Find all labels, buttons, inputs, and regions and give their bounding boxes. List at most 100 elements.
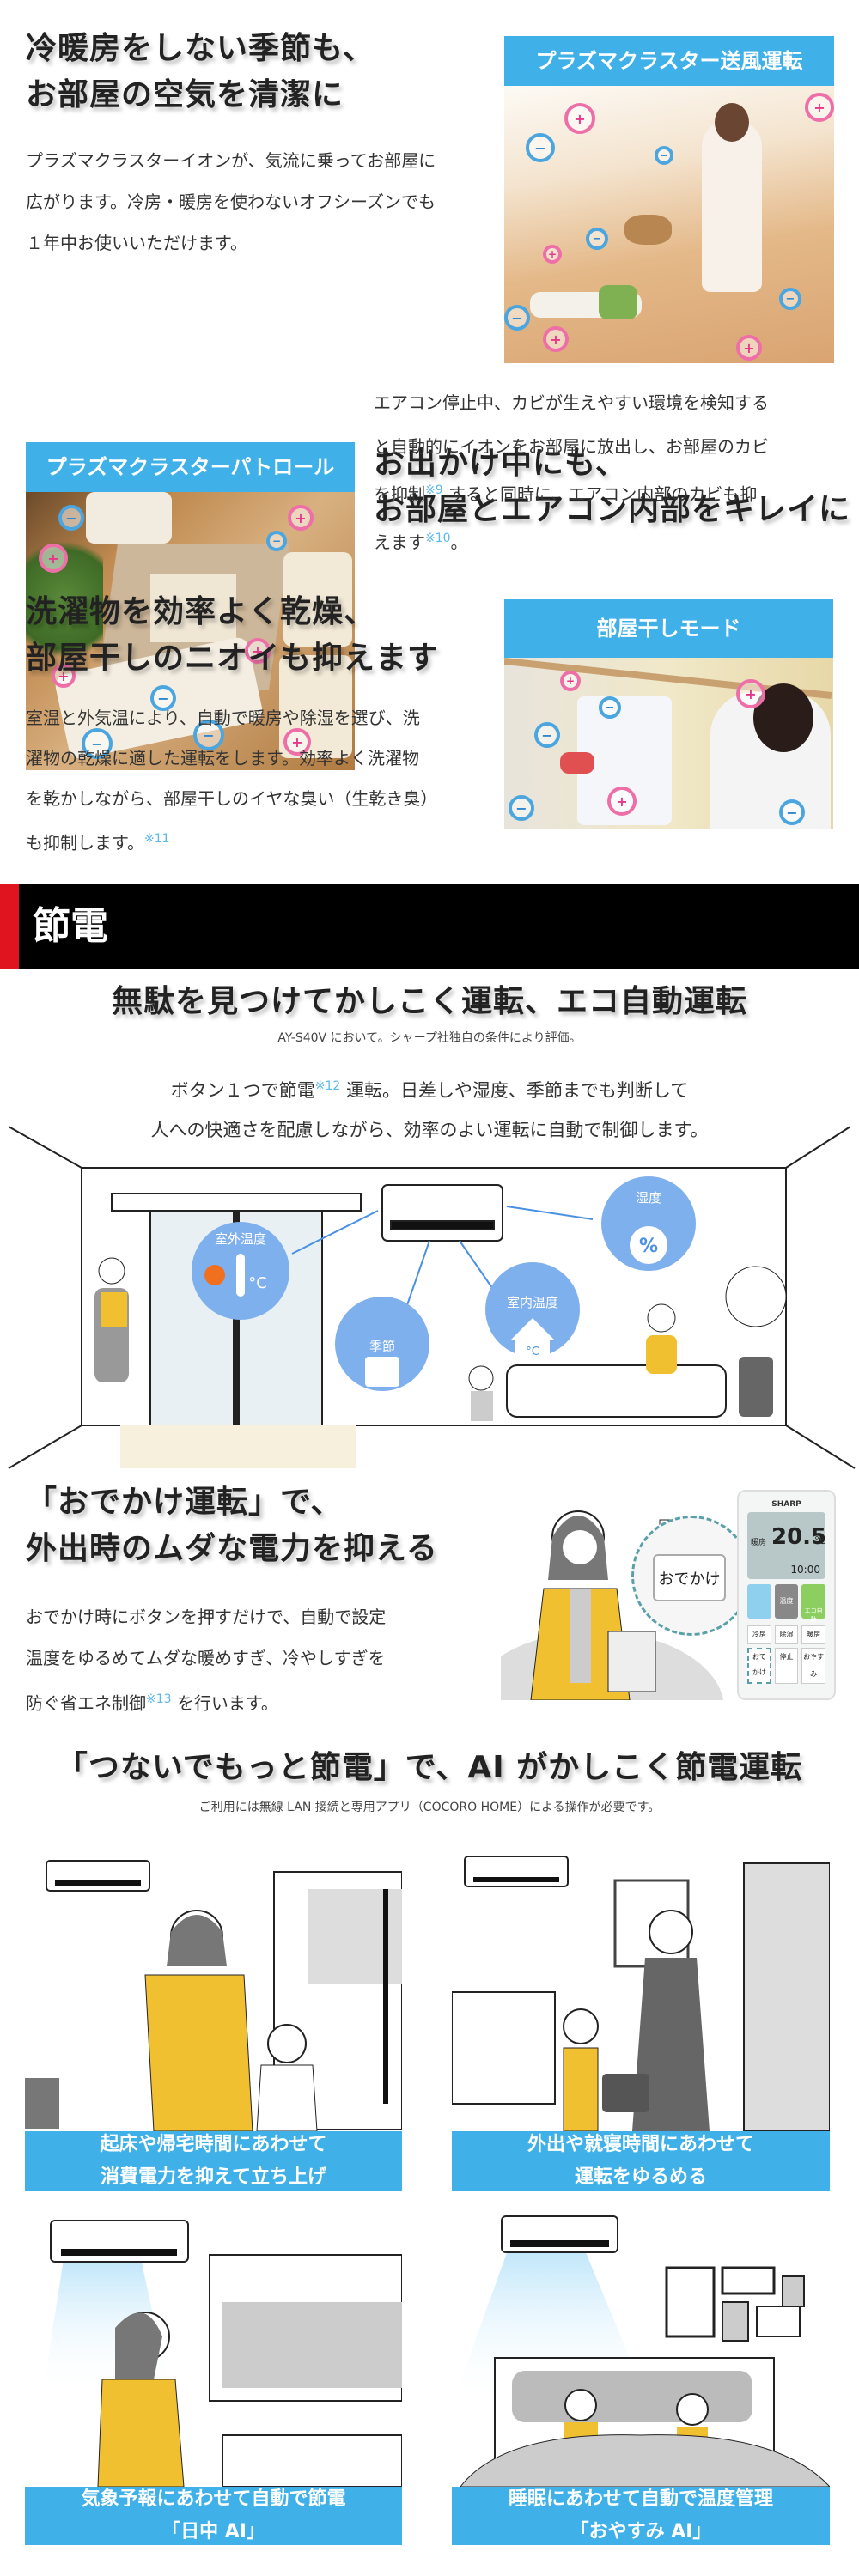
minus-ion-icon: − [82, 728, 113, 759]
section3-heading: 洗濯物を効率よく乾燥、 部屋干しのニオイも抑えます [26, 589, 439, 682]
minus-ion-icon: − [779, 288, 801, 310]
section3-body: 室温と外気温により、自動で暖房や除湿を選び、洗 濯物の乾燥に適した運転をします。… [26, 698, 503, 864]
body-line: おでかけ時にボタンを押すだけで、自動で設定 [26, 1607, 387, 1627]
percent-label: % [639, 1236, 658, 1257]
minus-ion-icon: − [150, 685, 176, 711]
plus-ion-icon: + [607, 787, 637, 816]
ai-panel-sleep: 睡眠にあわせて自動で温度管理 「おやすみ AI」 [452, 2208, 830, 2545]
body-line: 室温と外気温により、自動で暖房や除湿を選び、洗 [26, 708, 420, 728]
body-line: を乾かしながら、部屋干しのイヤな臭い（生乾き臭） [26, 788, 438, 809]
body-text: も抑制します。 [26, 832, 144, 854]
body-line: を抑制※9 すると同時に、エアコン内部のカビも抑 [374, 469, 842, 517]
celsius-label: °C [248, 1274, 267, 1292]
body-line: 温度をゆるめてムダな暖めすぎ、冷やしすぎを [26, 1648, 386, 1668]
mode-label: プラズマクラスターパトロール [26, 442, 355, 492]
shopping-woman-illustration [501, 1510, 724, 1700]
footnote-ref[interactable]: ※9 [425, 483, 443, 497]
floor-mat [120, 1425, 356, 1468]
body-line: １年中お使いいただけます。 [26, 233, 247, 253]
heading-line: 冷暖房をしない季節も、 [26, 31, 375, 66]
patrol-room-photo: − + + − + − − − + + [26, 492, 355, 770]
ai-subnote: ご利用には無線 LAN 接続と専用アプリ（COCORO HOME）による操作が必… [198, 1801, 661, 1814]
plus-ion-icon: + [39, 544, 68, 573]
caption-line: 起床や帰宅時間にあわせて [100, 2134, 327, 2155]
plus-ion-icon: + [736, 335, 762, 361]
body-text: 運転。日差しや湿度、季節までも判断して [346, 1080, 689, 1101]
stop-button[interactable]: 停止 [774, 1648, 799, 1684]
zoom-circle [631, 1516, 752, 1636]
section-banner: 節電 [0, 884, 859, 969]
plant [725, 1266, 787, 1417]
body-line: も抑制します。※11 [26, 819, 503, 864]
minus-ion-icon: − [266, 531, 287, 551]
body-line: 防ぐ省エネ制御※13 を行います。 [26, 1679, 481, 1724]
footnote-ref[interactable]: ※11 [144, 832, 170, 846]
panel-caption: 睡眠にあわせて自動で温度管理 「おやすみ AI」 [452, 2487, 830, 2545]
dry-button[interactable]: 除湿 [774, 1625, 799, 1644]
minus-ion-icon: − [534, 722, 560, 748]
panel-caption: 気象予報にあわせて自動で節電 「日中 AI」 [25, 2487, 402, 2545]
section2-body: エアコン停止中、カビが生えやすい環境を検知する と自動的にイオンをお部屋に放出し… [374, 381, 842, 564]
plus-ion-icon: + [288, 505, 314, 531]
sleep-button[interactable]: おやすみ [801, 1648, 825, 1684]
ion-button[interactable] [747, 1584, 771, 1619]
plus-ion-icon: + [245, 638, 271, 664]
wakeup-illustration [25, 1860, 402, 2131]
odekake-button-zoom: おでかけ [653, 1554, 726, 1601]
remote-temp: 20.5 [771, 1524, 827, 1550]
child-shirt [599, 285, 637, 319]
red-shoes [560, 752, 594, 774]
heading-line: お部屋の空気を清潔に [26, 77, 344, 112]
air-conditioner-icon [46, 1860, 150, 1892]
minus-ion-icon: − [779, 799, 805, 825]
bubble-label: 室内温度 [507, 1295, 558, 1310]
ai-panel-wakeup: 起床や帰宅時間にあわせて 消費電力を抑えて立ち上げ [25, 1846, 402, 2191]
thermometer-icon [236, 1254, 245, 1297]
footnote-ref[interactable]: ※13 [146, 1692, 172, 1706]
heat-button[interactable]: 暖房 [801, 1625, 825, 1644]
body-line: エアコン停止中、カビが生えやすい環境を検知する [374, 392, 769, 413]
odekake-body: おでかけ時にボタンを押すだけで、自動で設定 温度をゆるめてムダな暖めすぎ、冷やし… [26, 1596, 481, 1724]
heading-line: 外出時のムダな電力を抑える [26, 1531, 438, 1566]
eco-room-illustration: 室外温度 °C 季節 室内温度 °C 湿度 % [8, 1126, 856, 1469]
sofa [506, 1364, 727, 1418]
mode-label: プラズマクラスター送風運転 [504, 36, 834, 86]
mode-label: 部屋干しモード [504, 599, 833, 658]
remote-time: 10:00 [790, 1564, 820, 1576]
cool-button[interactable]: 冷房 [747, 1625, 771, 1644]
banner-title: 節電 [33, 904, 108, 948]
heading-line: 「おでかけ運転」で、 [26, 1485, 343, 1520]
minus-ion-icon: − [509, 795, 534, 821]
body-line: と自動的にイオンをお部屋に放出し、お部屋のカビ [374, 436, 769, 457]
remote-top-buttons: 温度 エコ自動 [747, 1584, 826, 1623]
remote-unit: ℃ [814, 1534, 826, 1546]
indoor-temp-bubble [485, 1262, 580, 1357]
dog [624, 215, 672, 245]
living-room-photo: + − − + − + − + + − [504, 86, 834, 363]
odekake-button[interactable]: おでかけ [747, 1648, 771, 1684]
plus-ion-icon: + [543, 245, 562, 264]
caption-line: 消費電力を抑えて立ち上げ [101, 2166, 326, 2188]
laundry-photo: + − − + + − − [504, 658, 833, 829]
footnote-ref[interactable]: ※10 [425, 531, 451, 545]
caption-line: 気象予報にあわせて自動で節電 [81, 2488, 346, 2510]
plus-ion-icon: + [560, 671, 581, 691]
bubble-label: 季節 [369, 1339, 395, 1354]
odekake-illustration: おでかけ SHARP 暖房 20.5 ℃ 10:00 温度 エコ自動 冷房 除湿… [501, 1485, 836, 1700]
plus-ion-icon: + [543, 326, 569, 352]
body-text: 防ぐ省エネ制御 [26, 1692, 146, 1714]
section1-heading: 冷暖房をしない季節も、 お部屋の空気を清潔に [26, 26, 375, 118]
eco-button[interactable]: エコ自動 [801, 1584, 826, 1623]
minus-ion-icon: − [504, 305, 530, 331]
minus-ion-icon: − [193, 720, 224, 750]
footnote-ref[interactable]: ※12 [314, 1079, 341, 1093]
body-text: を行います。 [176, 1692, 278, 1714]
caption-line: 「日中 AI」 [161, 2521, 265, 2543]
remote-control: SHARP 暖房 20.5 ℃ 10:00 温度 エコ自動 冷房 除湿 暖房 お… [737, 1490, 836, 1700]
remote-brand: SHARP [771, 1500, 801, 1509]
humidity-bubble [601, 1176, 696, 1271]
house-thermometer-icon [511, 1318, 554, 1361]
child-figure [468, 1365, 494, 1421]
temp-button[interactable]: 温度 [774, 1584, 799, 1619]
percent-circle [630, 1226, 667, 1264]
